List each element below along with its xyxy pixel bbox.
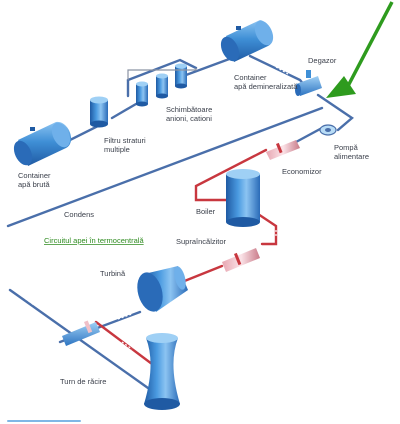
diagram-title: Circuitul apei în termocentrală [44,236,144,245]
cooling-tower [144,333,180,410]
label-superheater: Supraîncălzitor [176,237,227,246]
boiler [226,169,260,227]
label-raw-container-2: apă brută [18,180,51,189]
label-condensate: Condens [64,210,94,219]
condenser [62,320,100,346]
label-raw-container-1: Container [18,171,51,180]
pipe-to-cooling-tower [94,320,162,372]
pipe-pump-to-economizer [294,126,324,144]
label-demin-container-2: apă demineralizată [234,82,298,91]
label-filter-1: Filtru straturi [104,136,146,145]
label-demin-container-1: Container [234,73,267,82]
label-degasser: Degazor [308,56,337,65]
label-filter-2: multiple [104,145,130,154]
pipe-flow-dashes [21,66,289,320]
labels: Container apă brută Filtru straturi mult… [18,56,369,386]
pipe-exchangers-to-container [184,56,234,77]
exchanger-manifold-top [126,58,198,82]
label-pump-1: Pompă [334,143,359,152]
label-boiler: Boiler [196,207,216,216]
pipe-degasser-to-pump [316,93,354,132]
exchanger-3 [175,63,187,89]
exchanger-1 [136,81,148,107]
condensate-pipe [6,106,324,228]
label-economizer: Economizor [282,167,322,176]
label-pump-2: alimentare [334,152,369,161]
ion-exchangers [127,63,197,107]
superheater [222,248,260,272]
label-exchangers-1: Schimbătoare [166,105,212,114]
label-cooling-tower: Turn de răcire [60,377,106,386]
label-turbine: Turbină [100,269,126,278]
red-flow-dashes [121,183,277,350]
pipe-economizer-to-boiler [194,148,268,202]
pipe-superheater-to-turbine [180,264,224,284]
exchanger-2 [156,73,168,99]
demineralized-water-container [220,20,274,62]
green-arrow-icon [326,1,394,98]
degasser [295,70,322,96]
raw-water-container [13,121,72,166]
label-exchangers-2: anioni, cationi [166,114,212,123]
pipe-boiler-to-superheater [256,212,278,246]
turbine [137,266,188,312]
economizer [266,140,300,160]
feed-pump [319,124,337,136]
pipe-filter-to-exchangers [110,102,138,120]
multilayer-filter [90,96,108,128]
